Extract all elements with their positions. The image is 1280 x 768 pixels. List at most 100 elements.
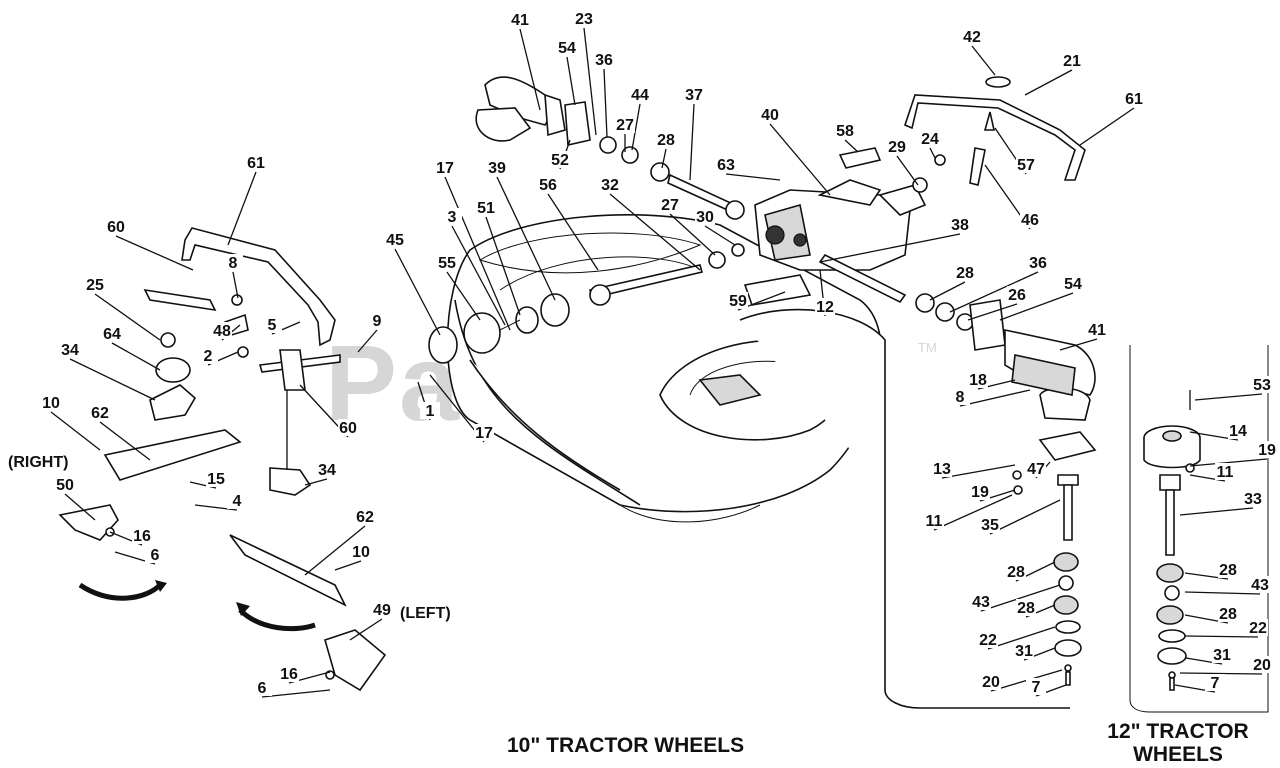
callout-10: 10	[352, 544, 370, 561]
leader-line	[444, 176, 511, 331]
callout-backing	[574, 10, 594, 27]
leader-line	[689, 103, 695, 181]
leader-line	[949, 271, 1039, 313]
callout-backing	[437, 254, 457, 271]
left-lift-assembly	[58, 227, 387, 692]
leader-line	[1189, 458, 1268, 467]
leader-line	[1179, 672, 1263, 675]
callout-19: 19	[1258, 442, 1276, 459]
callout-45: 45	[386, 232, 404, 249]
tube-top-left	[475, 76, 670, 182]
callout-1: 1	[426, 403, 435, 420]
leader-line	[547, 193, 599, 271]
leader-line	[929, 281, 966, 301]
leader-line	[194, 504, 238, 511]
leader-line	[261, 689, 331, 698]
callout-38: 38	[951, 217, 969, 234]
callout-11: 11	[926, 513, 943, 530]
callout-backing	[1257, 441, 1277, 458]
leader-line	[334, 560, 362, 571]
callout-28: 28	[956, 265, 974, 282]
bearing-30-top	[725, 200, 745, 220]
callout-backing	[355, 508, 375, 525]
watermark-trademark: TM	[918, 340, 937, 355]
callout-37: 37	[685, 87, 703, 104]
callout-7: 7	[1032, 679, 1041, 696]
callout-23: 23	[575, 11, 593, 28]
caption-12in-wheels-line1: 12" TRACTOR	[1107, 720, 1248, 743]
callout-56: 56	[539, 177, 557, 194]
leader-line	[844, 139, 859, 153]
callout-backing	[317, 461, 337, 478]
callout-6: 6	[151, 547, 160, 564]
callout-backing	[60, 341, 80, 358]
leader-line	[1194, 393, 1263, 401]
callout-backing	[978, 631, 998, 648]
callout-backing	[1016, 156, 1036, 173]
callout-3: 3	[448, 209, 457, 226]
callout-backing	[962, 28, 982, 45]
callout-backing	[90, 404, 110, 421]
callout-50: 50	[56, 477, 74, 494]
callout-24: 24	[921, 131, 939, 148]
callout-backing	[510, 11, 530, 28]
callout-backing	[1026, 678, 1046, 695]
callout-backing	[55, 476, 75, 493]
callout-backing	[351, 543, 371, 560]
leader-line	[1184, 591, 1261, 595]
leader-line	[631, 103, 641, 151]
callout-backing	[102, 325, 122, 342]
callout-backing	[1228, 422, 1248, 439]
leader-line	[583, 27, 597, 136]
callout-36: 36	[1029, 255, 1047, 272]
callout-backing	[955, 264, 975, 281]
lift-handle-right	[904, 76, 1086, 193]
callout-55: 55	[438, 255, 456, 272]
callout-27: 27	[661, 197, 679, 214]
callout-27: 27	[616, 117, 634, 134]
callout-backing	[338, 419, 358, 436]
callout-4: 4	[233, 493, 242, 510]
callout-61: 61	[247, 155, 265, 172]
callout-9: 9	[373, 313, 382, 330]
leader-line	[933, 494, 1013, 531]
callout-64: 64	[103, 326, 121, 343]
callout-17: 17	[475, 425, 493, 442]
leader-line	[111, 342, 161, 371]
callout-62: 62	[356, 509, 374, 526]
callout-backing	[223, 254, 243, 271]
callout-backing	[695, 208, 715, 225]
callout-backing	[1007, 286, 1027, 303]
leader-line	[725, 173, 781, 181]
callout-backing	[1248, 619, 1268, 636]
callout-63: 63	[717, 157, 735, 174]
leader-line	[94, 293, 161, 341]
callout-34: 34	[318, 462, 336, 479]
right-side-label: (RIGHT)	[8, 454, 68, 471]
callout-28: 28	[657, 132, 675, 149]
callout-backing	[1014, 642, 1034, 659]
callout-19: 19	[971, 484, 989, 501]
callout-51: 51	[477, 200, 495, 217]
callout-8: 8	[229, 255, 238, 272]
callout-49: 49	[373, 602, 391, 619]
callout-25: 25	[86, 277, 104, 294]
left-side-label: (LEFT)	[400, 605, 451, 622]
arrow-head-left-icon	[236, 602, 250, 616]
callout-39: 39	[488, 160, 506, 177]
callout-60: 60	[107, 219, 125, 236]
callout-41: 41	[1088, 322, 1106, 339]
callout-33: 33	[1244, 491, 1262, 508]
leader-line	[661, 148, 667, 169]
leader-line	[769, 123, 831, 196]
callout-backing	[615, 116, 635, 133]
callout-backing	[970, 483, 990, 500]
callout-backing	[367, 312, 387, 329]
rotation-arrow-left	[238, 608, 316, 632]
leader-lines	[50, 27, 1268, 698]
leader-line	[99, 421, 151, 461]
shaft-32	[589, 243, 745, 306]
callout-backing	[262, 316, 282, 333]
callout-28: 28	[1219, 606, 1237, 623]
callout-backing	[835, 122, 855, 139]
